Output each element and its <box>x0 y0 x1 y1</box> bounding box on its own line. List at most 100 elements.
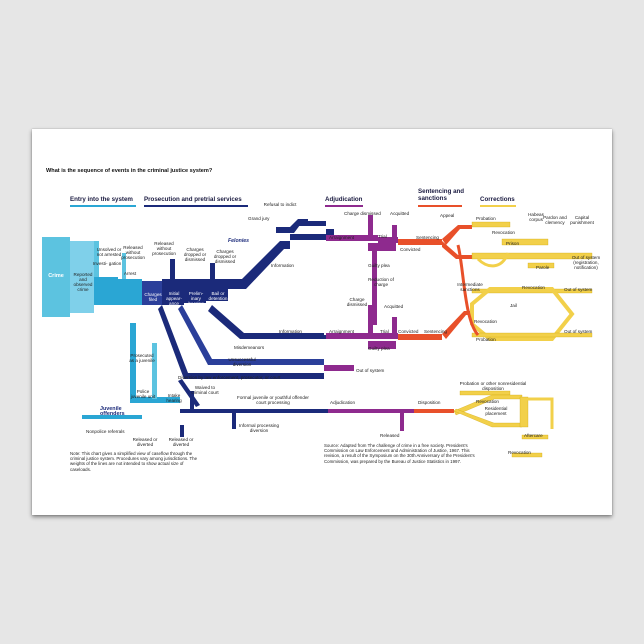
label-arrest: Arrest <box>123 271 137 276</box>
label-trial-lower: Trial <box>380 329 389 334</box>
header-sentencing: Sentencing and sanctions <box>418 188 465 202</box>
flow-convicted-upper <box>398 239 442 245</box>
flow-charge-dismissed-upper <box>368 215 373 235</box>
flow-initial-appearance <box>162 279 184 305</box>
header-prosecution: Prosecution and pretrial services <box>144 196 242 203</box>
flow-bail <box>206 279 228 301</box>
header-corrections-underline <box>480 205 516 207</box>
label-investigation: Investi- gation <box>92 261 122 266</box>
label-felonies: Felonies <box>228 238 250 244</box>
label-parole: Parole <box>536 265 550 270</box>
flow-released-no-prosecution <box>122 253 126 279</box>
label-formal-juvenile: Formal juvenile or youthful offender cou… <box>237 395 309 405</box>
flow-aftercare <box>521 434 549 440</box>
label-out-of-system-misd: Out of system <box>356 368 385 373</box>
flow-juvenile-vertical <box>130 323 136 403</box>
label-habeas: Habeas corpus <box>528 212 544 222</box>
flow-intake <box>190 391 194 413</box>
flow-probation-upper <box>471 221 511 228</box>
source-text: Source: Adapted from The challenge of cr… <box>324 443 475 464</box>
label-prosecuted-juvenile: Prosecuted as a juvenile <box>129 353 155 363</box>
label-charges-filed: Charges filed <box>144 292 162 302</box>
crime-box: Crime <box>42 237 70 317</box>
label-out-3: Out of system <box>564 329 593 334</box>
diagram-title: What is the sequence of events in the cr… <box>46 168 213 174</box>
flow-adjudication-juvenile <box>328 409 384 413</box>
flow-formal-juvenile <box>180 409 328 413</box>
label-released-diverted-2: Released or diverted <box>168 437 194 447</box>
header-entry-underline <box>70 205 136 207</box>
label-juvenile-offenders: Juvenile offenders <box>100 406 125 417</box>
label-unsuccessful-diversion: Unsuccessful diversion <box>228 357 256 367</box>
flow-reported <box>70 241 94 313</box>
flow-released-juv <box>400 411 404 431</box>
label-sentencing-lower: Sentencing <box>424 329 447 334</box>
flow-reduction <box>372 251 377 325</box>
flow-acquitted-upper <box>392 225 397 237</box>
flow-guilty-plea-lower <box>368 341 396 349</box>
flow-charge-dismissed-lower <box>368 305 373 333</box>
flow-released-diverted-2 <box>180 425 184 437</box>
flow-waived <box>178 379 200 407</box>
flow-sentence-upswing <box>442 311 472 339</box>
label-initial-appearance: Initial appear- ance <box>166 291 182 306</box>
label-out-1: Out of system (registration, notificatio… <box>571 255 601 270</box>
crime-label: Crime <box>48 273 64 279</box>
label-charge-dismissed-upper: Charge dismissed <box>344 211 381 216</box>
flow-diagram <box>70 215 593 458</box>
label-revocation-1: Revocation <box>492 230 515 235</box>
label-released-no-prosecution: Released without prosecution <box>121 245 145 260</box>
label-arraignment-upper: Arraignment <box>329 235 355 240</box>
flow-juv-revocation <box>511 452 543 458</box>
label-released-diverted-1: Released or diverted <box>132 437 158 447</box>
label-pardon: Pardon and clemency <box>543 215 567 225</box>
label-acquitted-lower: Acquitted <box>384 304 404 309</box>
flow-charges-dropped-1 <box>170 259 175 279</box>
connector-prison-curve <box>476 252 510 268</box>
label-misdemeanors: Misdemeanors <box>234 345 265 350</box>
label-reported: Reported and observed crime <box>73 272 93 292</box>
flow-investigation <box>94 277 118 305</box>
flow-arraignment-lower <box>326 333 378 339</box>
flow-convicted-lower <box>398 334 442 340</box>
flow-unsuccessful-diversion <box>178 305 324 365</box>
flow-felonies <box>228 241 290 289</box>
label-refusal-to-indict: Refusal to indict <box>263 202 297 207</box>
label-appeal: Appeal <box>440 213 455 218</box>
flow-information-lower <box>244 335 326 339</box>
label-residential: Residential placement <box>484 406 508 416</box>
flow-guilty-plea-upper <box>368 243 396 251</box>
label-information-upper: Information <box>271 263 294 268</box>
label-preliminary-hearing: Prelim- inary hearing <box>188 291 204 306</box>
flow-parole <box>527 262 555 269</box>
label-released-without-prosecution: Released without prosecution <box>152 241 176 256</box>
label-reduction: Reduction of charge <box>368 277 394 287</box>
connector-sentencing-curve <box>456 244 480 336</box>
label-released-juv: Released <box>380 433 400 438</box>
flow-police-juvenile <box>130 397 180 403</box>
label-aftercare: Aftercare <box>524 433 543 438</box>
label-information-lower: Information <box>279 329 302 334</box>
flow-trial-lower <box>378 333 398 339</box>
flow-misdemeanors <box>208 305 324 339</box>
flow-prosecuted-juvenile <box>152 343 157 399</box>
label-convicted-upper: Convicted <box>400 247 421 252</box>
label-revocation-4: Revocation <box>476 399 499 404</box>
label-bail: Bail or detention hearing <box>208 291 228 306</box>
label-diversion: Diversion by law enforcement, prosecutor… <box>178 375 281 380</box>
label-capital: Capital punishment <box>570 215 594 225</box>
label-unsolved: Unsolved or not arrested <box>96 247 122 257</box>
label-trial-upper: Trial <box>378 234 387 239</box>
label-informal: Informal processing diversion <box>238 423 280 433</box>
flow-disposition <box>414 409 454 413</box>
flow-charges-dropped-2 <box>210 263 215 279</box>
label-intake: Intake hearing <box>166 393 182 403</box>
flow-informal <box>232 413 236 429</box>
flow-arraignment-upper <box>326 235 378 241</box>
label-convicted-lower: Convicted <box>398 329 419 334</box>
label-probation-upper: Probation <box>476 216 496 221</box>
label-out-2: Out of system <box>564 287 593 292</box>
header-prosecution-underline <box>144 205 248 207</box>
label-nonpolice: Nonpolice referrals <box>86 429 125 434</box>
flow-juv-vertical <box>519 396 529 428</box>
